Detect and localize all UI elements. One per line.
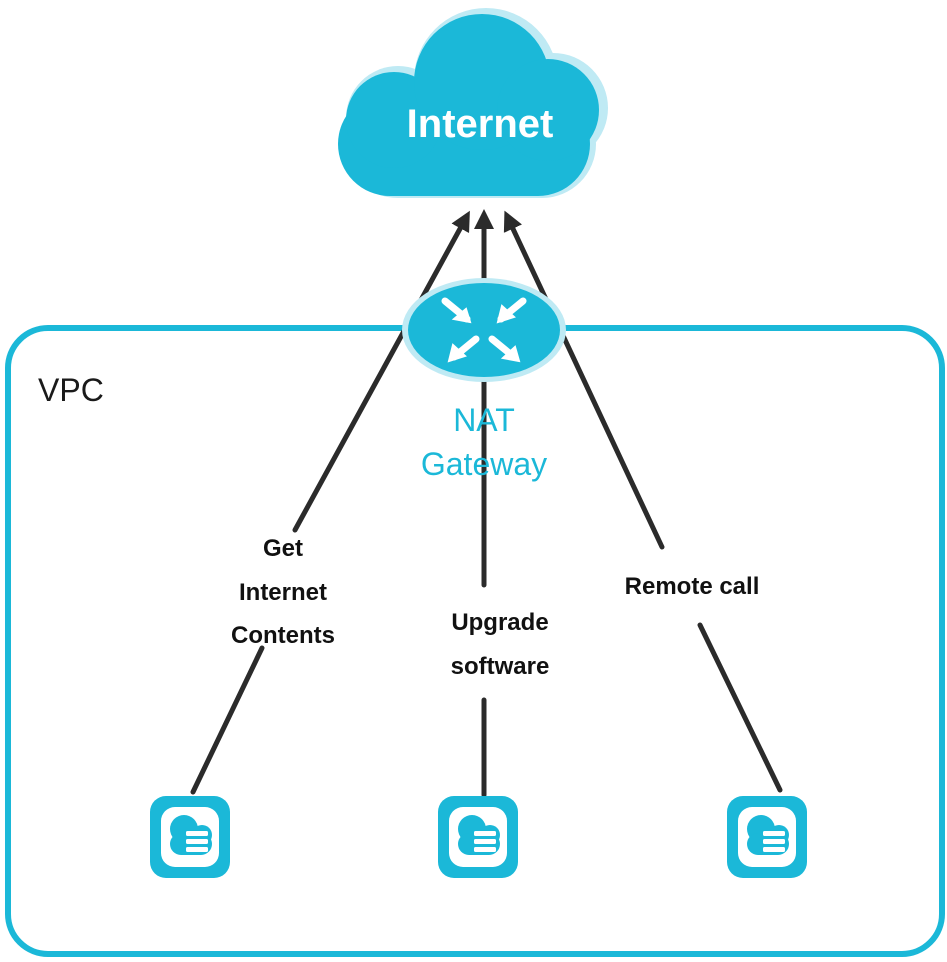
cloud-server-icon (727, 796, 807, 878)
edge-label-line: Upgrade (451, 609, 548, 636)
cloud-icon (338, 8, 608, 198)
server-node (727, 796, 807, 878)
connection-line-left-upper (292, 210, 470, 533)
edge-label-line: software (451, 653, 550, 680)
vpc-label: VPC (38, 372, 104, 408)
nat-gateway: NAT Gateway (402, 278, 566, 482)
connection-line-right-upper (503, 210, 665, 550)
edge-label-line: Get (263, 535, 303, 562)
connections (190, 209, 783, 798)
internet-label: Internet (407, 102, 554, 146)
cloud-server-icon (150, 796, 230, 878)
edge-label-upgrade-software: Upgrade software (451, 609, 550, 680)
gateway-label: Gateway (421, 446, 547, 482)
connection-line-left-lower (190, 645, 265, 795)
edge-label-line: Remote call (625, 573, 760, 600)
internet-cloud: Internet (338, 8, 608, 198)
edge-label-line: Internet (239, 579, 327, 606)
server-node (150, 796, 230, 878)
nat-label: NAT (453, 402, 515, 438)
edge-label-line: Contents (231, 622, 335, 649)
server-node (438, 796, 518, 878)
connection-line-right-lower (697, 622, 783, 793)
edge-label-remote-call: Remote call (625, 573, 760, 600)
cloud-server-icon (438, 796, 518, 878)
edge-label-get-internet-contents: Get Internet Contents (231, 535, 335, 649)
router-icon (402, 278, 566, 382)
